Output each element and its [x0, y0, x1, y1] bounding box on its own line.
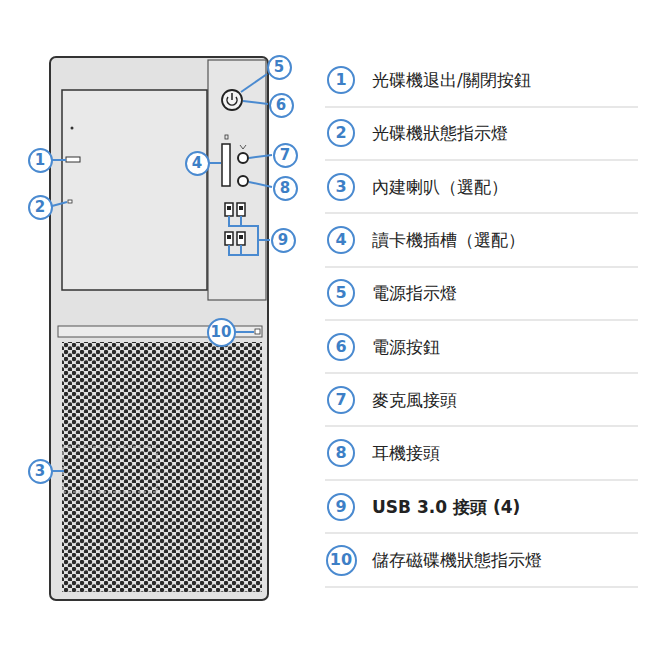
part-name: 光碟機狀態指示燈: [372, 123, 508, 143]
callout-number: 2: [35, 200, 45, 215]
part-name: 電源指示燈: [372, 283, 457, 303]
callout-circle: 10: [326, 545, 357, 576]
callout-number: 4: [192, 156, 202, 171]
callout-number: 4: [335, 232, 346, 248]
storage-led: [255, 329, 260, 334]
part-name: 電源按鈕: [372, 337, 440, 357]
eject-button: [66, 157, 80, 162]
callout-circle: 2: [327, 119, 355, 147]
callout-circle: 2: [28, 195, 53, 220]
speaker-area: [63, 447, 157, 492]
part-name: USB 3.0 接頭 (4): [372, 497, 520, 517]
mic-jack: [238, 153, 248, 163]
callout-circle: 5: [267, 55, 292, 80]
callout-number: 2: [335, 125, 346, 141]
callout-circle: 6: [327, 333, 355, 361]
callout-circle: 4: [185, 151, 210, 176]
callout-number: 7: [335, 392, 346, 408]
callout-circle: 8: [327, 439, 355, 467]
callout-circle: 10: [207, 318, 236, 347]
callout-number: 7: [280, 148, 290, 163]
callout-number: 6: [276, 98, 286, 113]
part-name: 內建喇叭（選配）: [372, 177, 508, 197]
callout-circle: 3: [327, 173, 355, 201]
callout-number: 5: [274, 60, 284, 75]
callout-number: 1: [335, 72, 346, 88]
callout-circle: 9: [271, 228, 296, 253]
callout-circle: 1: [327, 66, 355, 94]
tower-body: [50, 57, 268, 600]
callout-circle: 4: [327, 226, 355, 254]
power-button: [222, 90, 242, 110]
callout-circle: 5: [327, 279, 355, 307]
part-name: 儲存磁碟機狀態指示燈: [372, 550, 542, 570]
callout-number: 9: [278, 233, 288, 248]
part-name: 讀卡機插槽（選配）: [372, 230, 525, 250]
callout-number: 8: [335, 445, 346, 461]
callout-number: 5: [335, 285, 346, 301]
callout-number: 10: [330, 552, 352, 568]
callout-number: 3: [35, 464, 45, 479]
row-separators: [325, 107, 638, 587]
part-name: 麥克風接頭: [372, 390, 457, 410]
callout-circle: 1: [28, 148, 53, 173]
callout-number: 3: [335, 179, 346, 195]
callout-circle: 8: [273, 176, 298, 201]
callout-circle: 7: [273, 143, 298, 168]
callout-circle: 3: [28, 459, 53, 484]
io-panel: [208, 60, 266, 300]
leader-lines: [52, 74, 272, 471]
drive-led: [68, 200, 72, 203]
optical-drive: [62, 90, 207, 290]
part-name: 耳機接頭: [372, 443, 440, 463]
callout-circle: 6: [269, 93, 294, 118]
callout-circle: 9: [327, 493, 355, 521]
part-name: 光碟機退出/關閉按鈕: [372, 70, 531, 90]
usb-ports: [225, 203, 245, 245]
headphone-jack: [238, 176, 248, 186]
callout-number: 8: [280, 181, 290, 196]
callout-circle: 7: [327, 386, 355, 414]
card-slot: [222, 144, 230, 186]
callout-number: 6: [335, 339, 346, 355]
callout-number: 10: [211, 325, 232, 340]
speaker-grille: [62, 342, 262, 592]
callout-number: 1: [35, 153, 45, 168]
callout-number: 9: [335, 499, 346, 515]
